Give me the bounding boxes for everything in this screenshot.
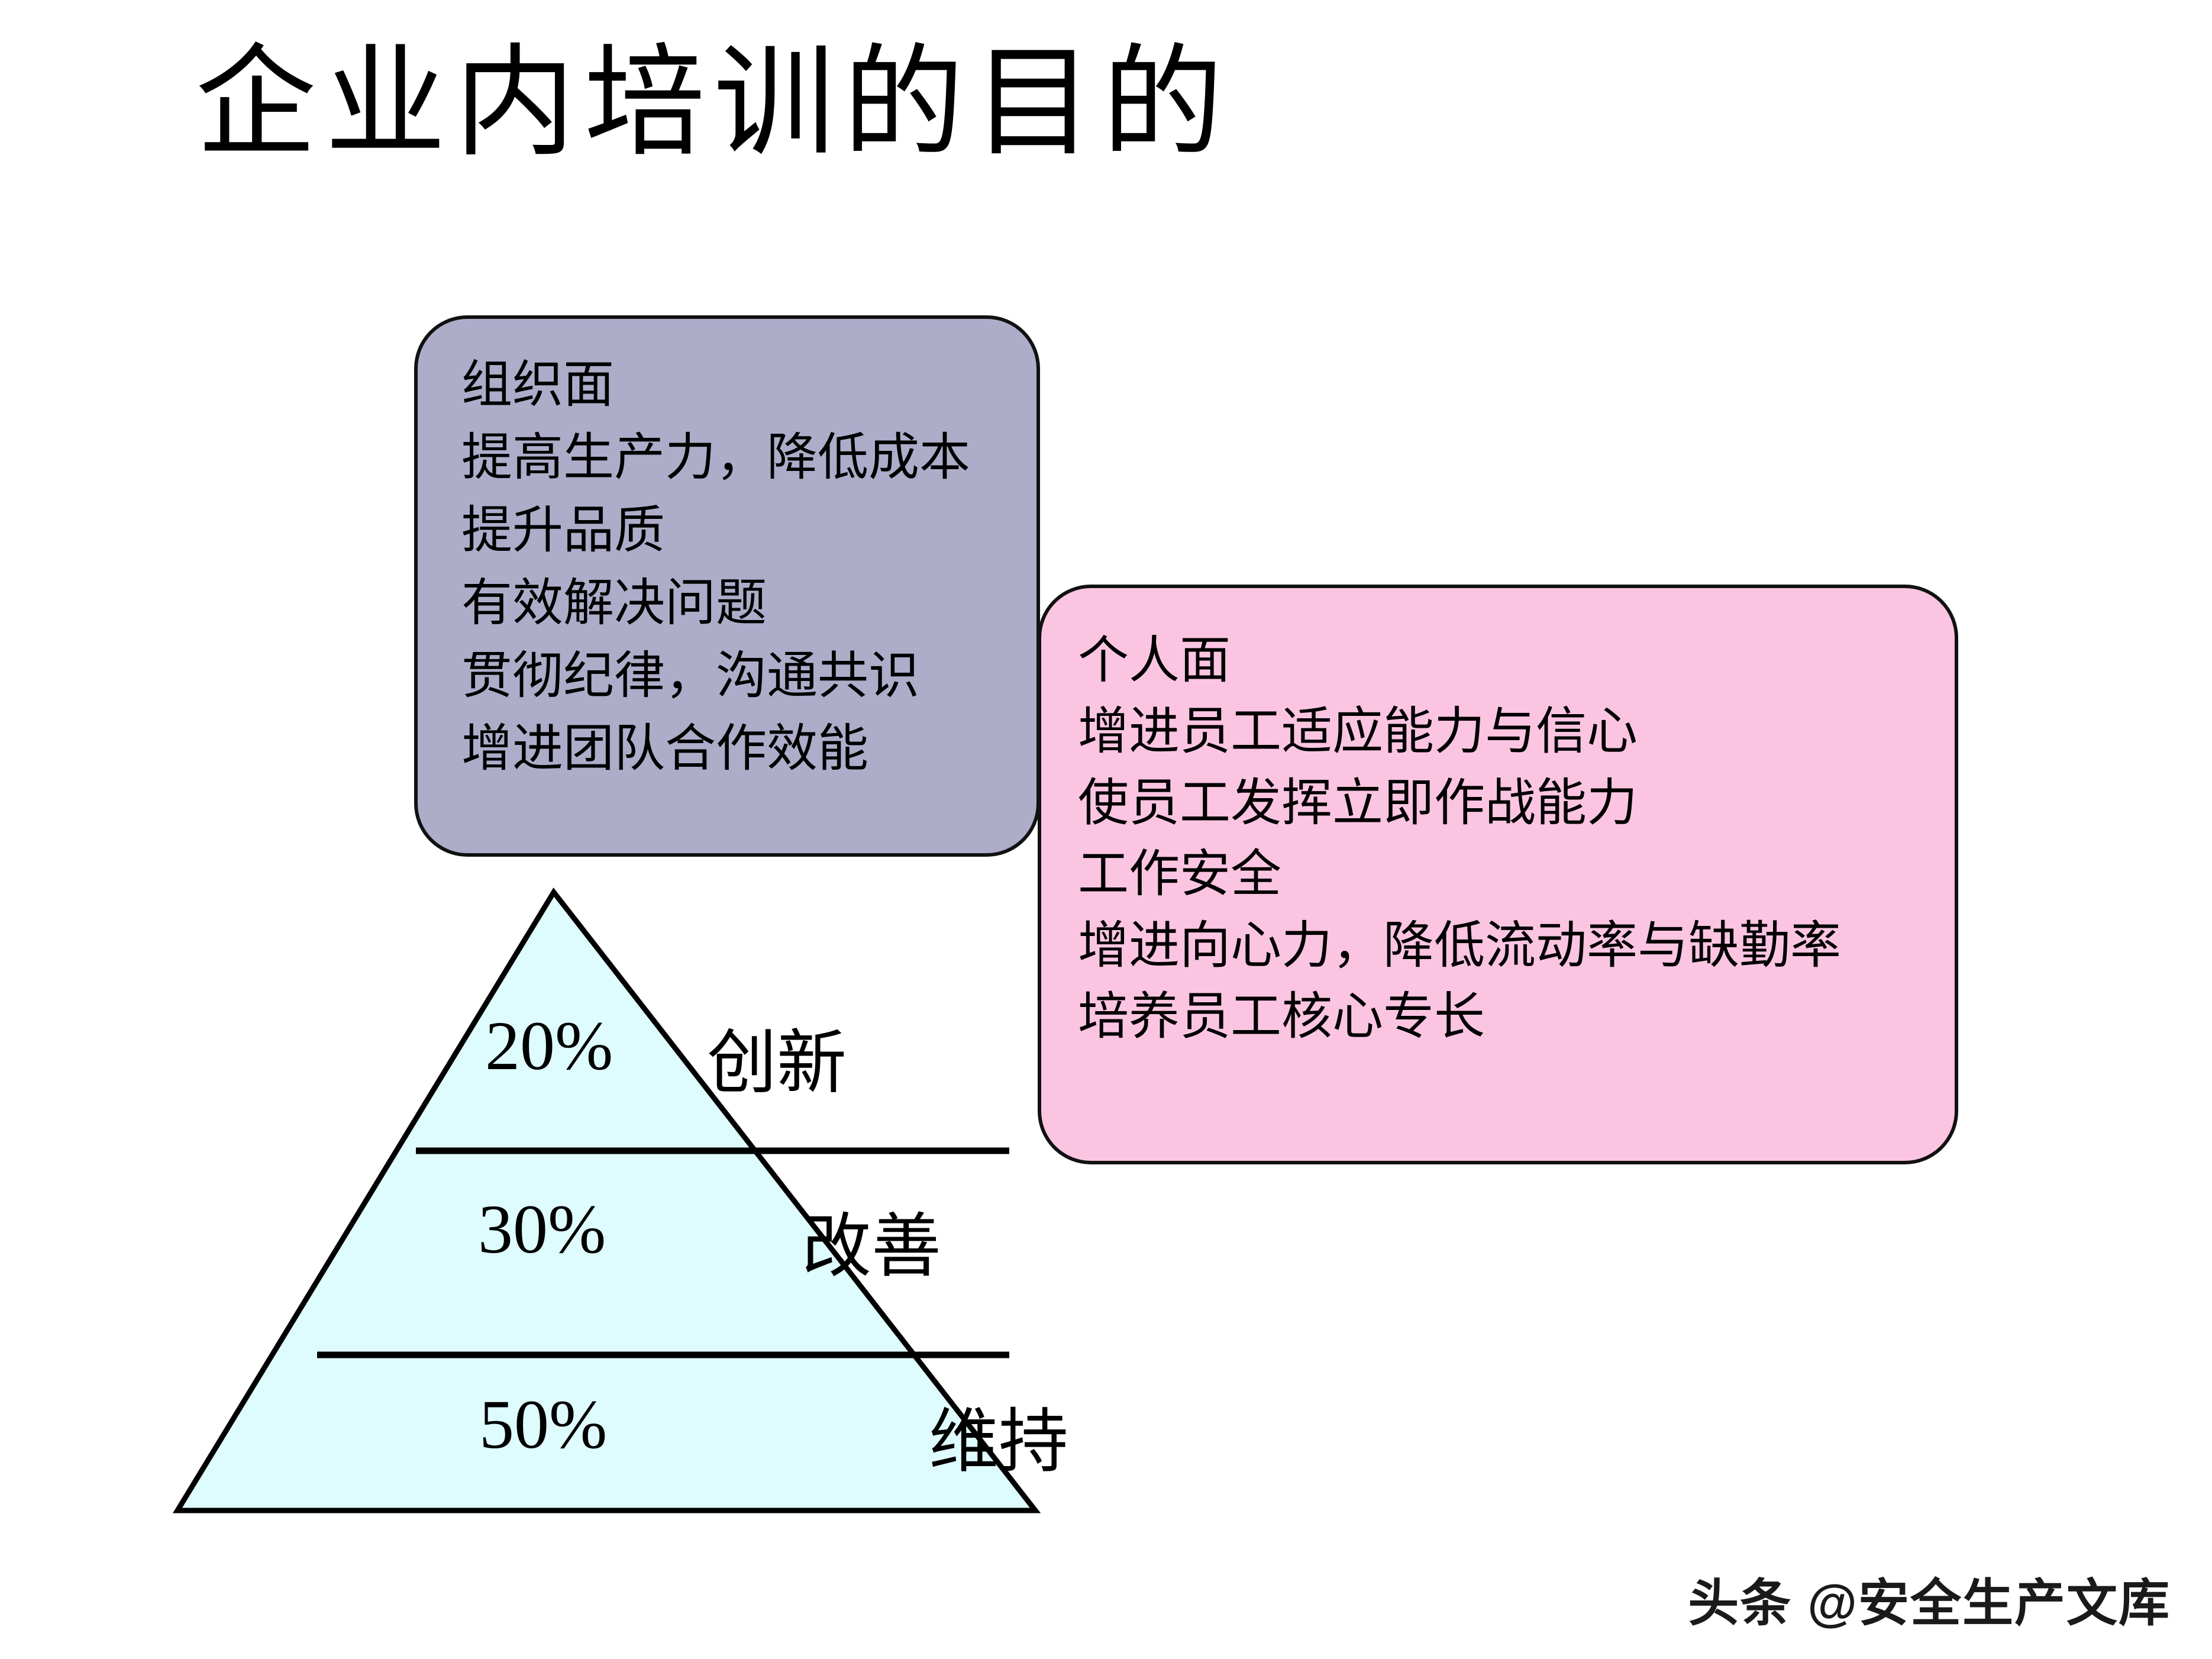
individual-callout-box: 个人面 增进员工适应能力与信心 使员工发挥立即作战能力 工作安全 增进向心力，降… <box>1038 585 1958 1164</box>
pyramid-value-improve: 30% <box>478 1190 606 1268</box>
organization-line-2: 提高生产力，降低成本 <box>461 428 970 486</box>
individual-callout-text: 个人面 增进员工适应能力与信心 使员工发挥立即作战能力 工作安全 增进向心力，降… <box>1041 588 1841 1052</box>
individual-line-6: 培养员工核心专长 <box>1078 987 1485 1045</box>
individual-line-3: 使员工发挥立即作战能力 <box>1078 774 1638 831</box>
individual-line-4: 工作安全 <box>1078 845 1281 903</box>
organization-callout-box: 组织面 提高生产力，降低成本 提升品质 有效解决问题 贯彻纪律，沟通共识 增进团… <box>414 315 1040 857</box>
organization-line-6: 增进团队合作效能 <box>461 719 868 777</box>
watermark-text: 头条 @安全生产文库 <box>1688 1575 2171 1632</box>
pyramid-category-maintain: 维持 <box>929 1403 1069 1481</box>
organization-line-5: 贯彻纪律，沟通共识 <box>461 647 919 704</box>
individual-line-2: 增进员工适应能力与信心 <box>1078 703 1638 760</box>
organization-callout-text: 组织面 提高生产力，降低成本 提升品质 有效解决问题 贯彻纪律，沟通共识 增进团… <box>418 319 970 785</box>
pyramid-category-improve: 改善 <box>802 1208 942 1286</box>
individual-line-1: 个人面 <box>1078 632 1231 689</box>
organization-line-4: 有效解决问题 <box>461 574 767 631</box>
pyramid-category-innovate: 创新 <box>707 1025 847 1102</box>
page-title: 企业内培训的目的 <box>195 37 1232 171</box>
pyramid-value-maintain: 50% <box>479 1386 608 1463</box>
organization-line-3: 提升品质 <box>461 501 665 559</box>
organization-line-1: 组织面 <box>461 356 614 413</box>
pyramid-value-innovate: 20% <box>485 1007 613 1085</box>
individual-line-5: 增进向心力，降低流动率与缺勤率 <box>1078 916 1841 974</box>
